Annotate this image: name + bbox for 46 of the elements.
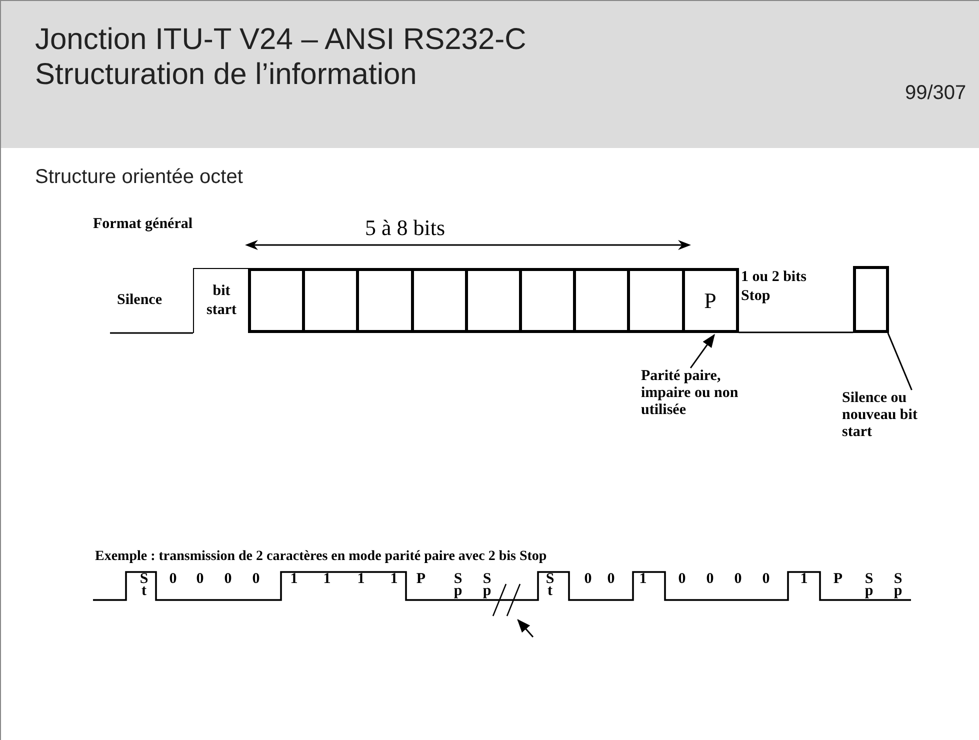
bit-symbol: S bbox=[864, 573, 874, 586]
bit-symbol: 0 bbox=[224, 573, 232, 586]
bit-symbol: 0 bbox=[734, 573, 742, 586]
bit-symbol: S bbox=[482, 573, 492, 586]
signal-line bbox=[738, 332, 853, 334]
bit-symbol: 1 bbox=[290, 573, 298, 586]
slide-title: Jonction ITU-T V24 – ANSI RS232-C Structuration de l’information bbox=[35, 22, 528, 92]
bit-symbol: p bbox=[482, 585, 492, 598]
bit-cell bbox=[627, 268, 685, 333]
bit-symbol: p bbox=[864, 585, 874, 598]
annotation-text: Silence ou nouveau bit start bbox=[842, 390, 926, 448]
bit-symbol: 1 bbox=[800, 573, 808, 586]
section-heading: Structure orientée octet bbox=[35, 165, 243, 190]
bit-symbol: P bbox=[833, 573, 843, 586]
bit-symbol: p bbox=[454, 585, 462, 598]
page-number: 99/307 bbox=[905, 81, 966, 106]
bit-symbol: 1 bbox=[323, 573, 331, 586]
example-text: Exemple : transmission de 2 caractères en mode parité paire avec 2 bis Stop bbox=[95, 548, 547, 566]
bit-symbol: 0 bbox=[252, 573, 260, 586]
bit-cell bbox=[853, 266, 889, 333]
bit-symbol: 0 bbox=[706, 573, 714, 586]
dimension-text: 5 à 8 bits bbox=[365, 214, 446, 242]
bit-symbol: 0 bbox=[607, 573, 615, 586]
bit-symbol: S bbox=[140, 573, 148, 586]
bit-symbol: 0 bbox=[169, 573, 177, 586]
bit-symbol: 0 bbox=[762, 573, 770, 586]
bit-symbol: S bbox=[454, 573, 462, 586]
bit-symbol: t bbox=[142, 585, 146, 598]
leader-line bbox=[887, 332, 912, 390]
bit-symbol: 1 bbox=[390, 573, 398, 586]
bit-symbol: 1 bbox=[639, 573, 647, 586]
bit-cell bbox=[356, 268, 414, 333]
bit-symbol: p bbox=[894, 585, 902, 598]
stop-bits-text: 1 ou 2 bits Stop bbox=[741, 268, 808, 306]
bit-symbol: 0 bbox=[196, 573, 204, 586]
bit-symbol: S bbox=[546, 573, 554, 586]
bit-symbol: 0 bbox=[584, 573, 592, 586]
bit-symbol: S bbox=[894, 573, 902, 586]
bit-symbol: 0 bbox=[678, 573, 686, 586]
leader-line bbox=[690, 334, 715, 368]
caption-text: Format général bbox=[93, 215, 193, 234]
silence-text: Silence bbox=[117, 291, 162, 310]
bit-symbol: 1 bbox=[357, 573, 365, 586]
bit-symbol: t bbox=[548, 585, 552, 598]
bit-symbol: P bbox=[416, 573, 426, 586]
annotation-text: Parité paire, impaire ou non utilisée bbox=[641, 368, 759, 430]
